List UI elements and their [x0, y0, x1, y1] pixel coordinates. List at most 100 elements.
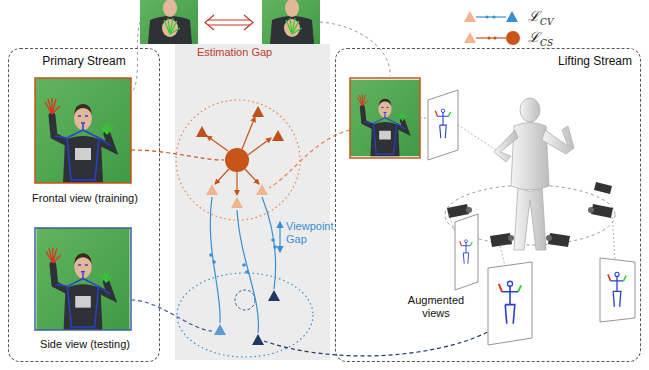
art-circle [466, 207, 472, 213]
art-polygon [428, 90, 458, 160]
art-circle [271, 238, 275, 242]
art-circle [506, 31, 520, 45]
art-rect [35, 228, 131, 330]
art-path [500, 246, 505, 266]
art-path [320, 22, 390, 76]
art-polygon [214, 324, 226, 335]
art-circle [273, 245, 277, 249]
art-rect [350, 78, 420, 158]
art-circle [209, 253, 213, 257]
art-polygon [206, 184, 218, 195]
stream-panel: Lifting Stream [335, 48, 641, 362]
art-g [207, 117, 271, 195]
art-polygon [455, 214, 478, 290]
art-path [132, 22, 140, 92]
art-path [514, 186, 546, 250]
art-polygon [464, 32, 476, 43]
stream-panel: Primary StreamFrontal view (training) Sid… [8, 48, 160, 362]
art-circle [588, 207, 594, 213]
art-circle [508, 235, 514, 241]
art-polygon [272, 130, 284, 141]
art-circle [546, 235, 552, 241]
art-use [36, 228, 129, 330]
art-g [494, 98, 574, 250]
art-use [499, 281, 521, 324]
art-g [210, 197, 275, 333]
art-g [428, 90, 635, 345]
art-ellipse [177, 273, 313, 357]
art-use [262, 0, 320, 44]
art-path [612, 213, 615, 260]
art-path [591, 204, 613, 218]
art-path [420, 118, 428, 119]
art-path [279, 222, 280, 252]
art-use [140, 0, 198, 44]
art-polygon [196, 126, 208, 137]
art-path [210, 197, 220, 323]
art-polygon [600, 258, 635, 322]
art-circle [485, 15, 488, 18]
art-use [608, 272, 626, 307]
art-path [245, 169, 259, 184]
art-polygon [464, 11, 476, 22]
art-path [215, 169, 229, 184]
art-polygon [252, 106, 264, 117]
art-path [542, 126, 574, 154]
art-path [269, 130, 350, 188]
art-circle [225, 148, 249, 172]
art-path [476, 37, 506, 38]
gap-label: Augmented views [396, 294, 476, 320]
art-polygon [231, 197, 243, 208]
art-path [236, 172, 237, 195]
art-polygon [488, 262, 532, 345]
art-path [248, 138, 271, 155]
art-circle [212, 260, 216, 264]
art-path [494, 130, 518, 162]
art-g [209, 238, 277, 274]
art-path [131, 300, 212, 331]
art-path [237, 210, 258, 333]
art-circle [487, 36, 490, 39]
art-circle [242, 263, 246, 267]
panel-heading: Primary Stream [17, 54, 151, 68]
art-use [460, 240, 473, 264]
art-path [264, 332, 488, 356]
art-path [458, 125, 496, 150]
view-caption: Side view (testing) [40, 338, 130, 351]
art-polygon [256, 184, 268, 195]
art-circle [235, 290, 255, 310]
art-path [548, 233, 570, 247]
panel-heading: Lifting Stream [344, 54, 632, 68]
art-path [490, 233, 512, 247]
art-circle [245, 270, 249, 274]
art-use [35, 78, 131, 183]
art-path [242, 117, 255, 149]
art-path [131, 150, 224, 160]
legend-text: ℒCV [528, 6, 553, 27]
art-rect [175, 44, 330, 360]
art-use [350, 80, 420, 157]
art-path [476, 16, 506, 17]
art-polygon [268, 290, 280, 301]
art-polygon [506, 11, 518, 22]
art-path [262, 197, 276, 289]
art-circle [492, 15, 495, 18]
art-path [594, 182, 612, 194]
art-polygon [252, 334, 264, 345]
art-path [208, 20, 250, 25]
art-ellipse [520, 98, 540, 122]
legend-text: ℒCS [528, 27, 553, 48]
view-photo: Frontal view (training) [23, 79, 147, 205]
view-photo: Side view (testing) [23, 229, 147, 351]
art-path [207, 136, 228, 151]
art-path [511, 123, 549, 191]
art-ellipse [176, 100, 300, 220]
gap-label: Estimation Gap [197, 46, 277, 59]
art-use [435, 109, 450, 138]
view-caption: Frontal view (training) [32, 192, 138, 205]
art-path [205, 15, 253, 30]
art-circle [493, 36, 496, 39]
art-rect [35, 78, 131, 183]
gap-label: Viewpoint Gap [286, 220, 332, 246]
art-path [447, 204, 469, 218]
